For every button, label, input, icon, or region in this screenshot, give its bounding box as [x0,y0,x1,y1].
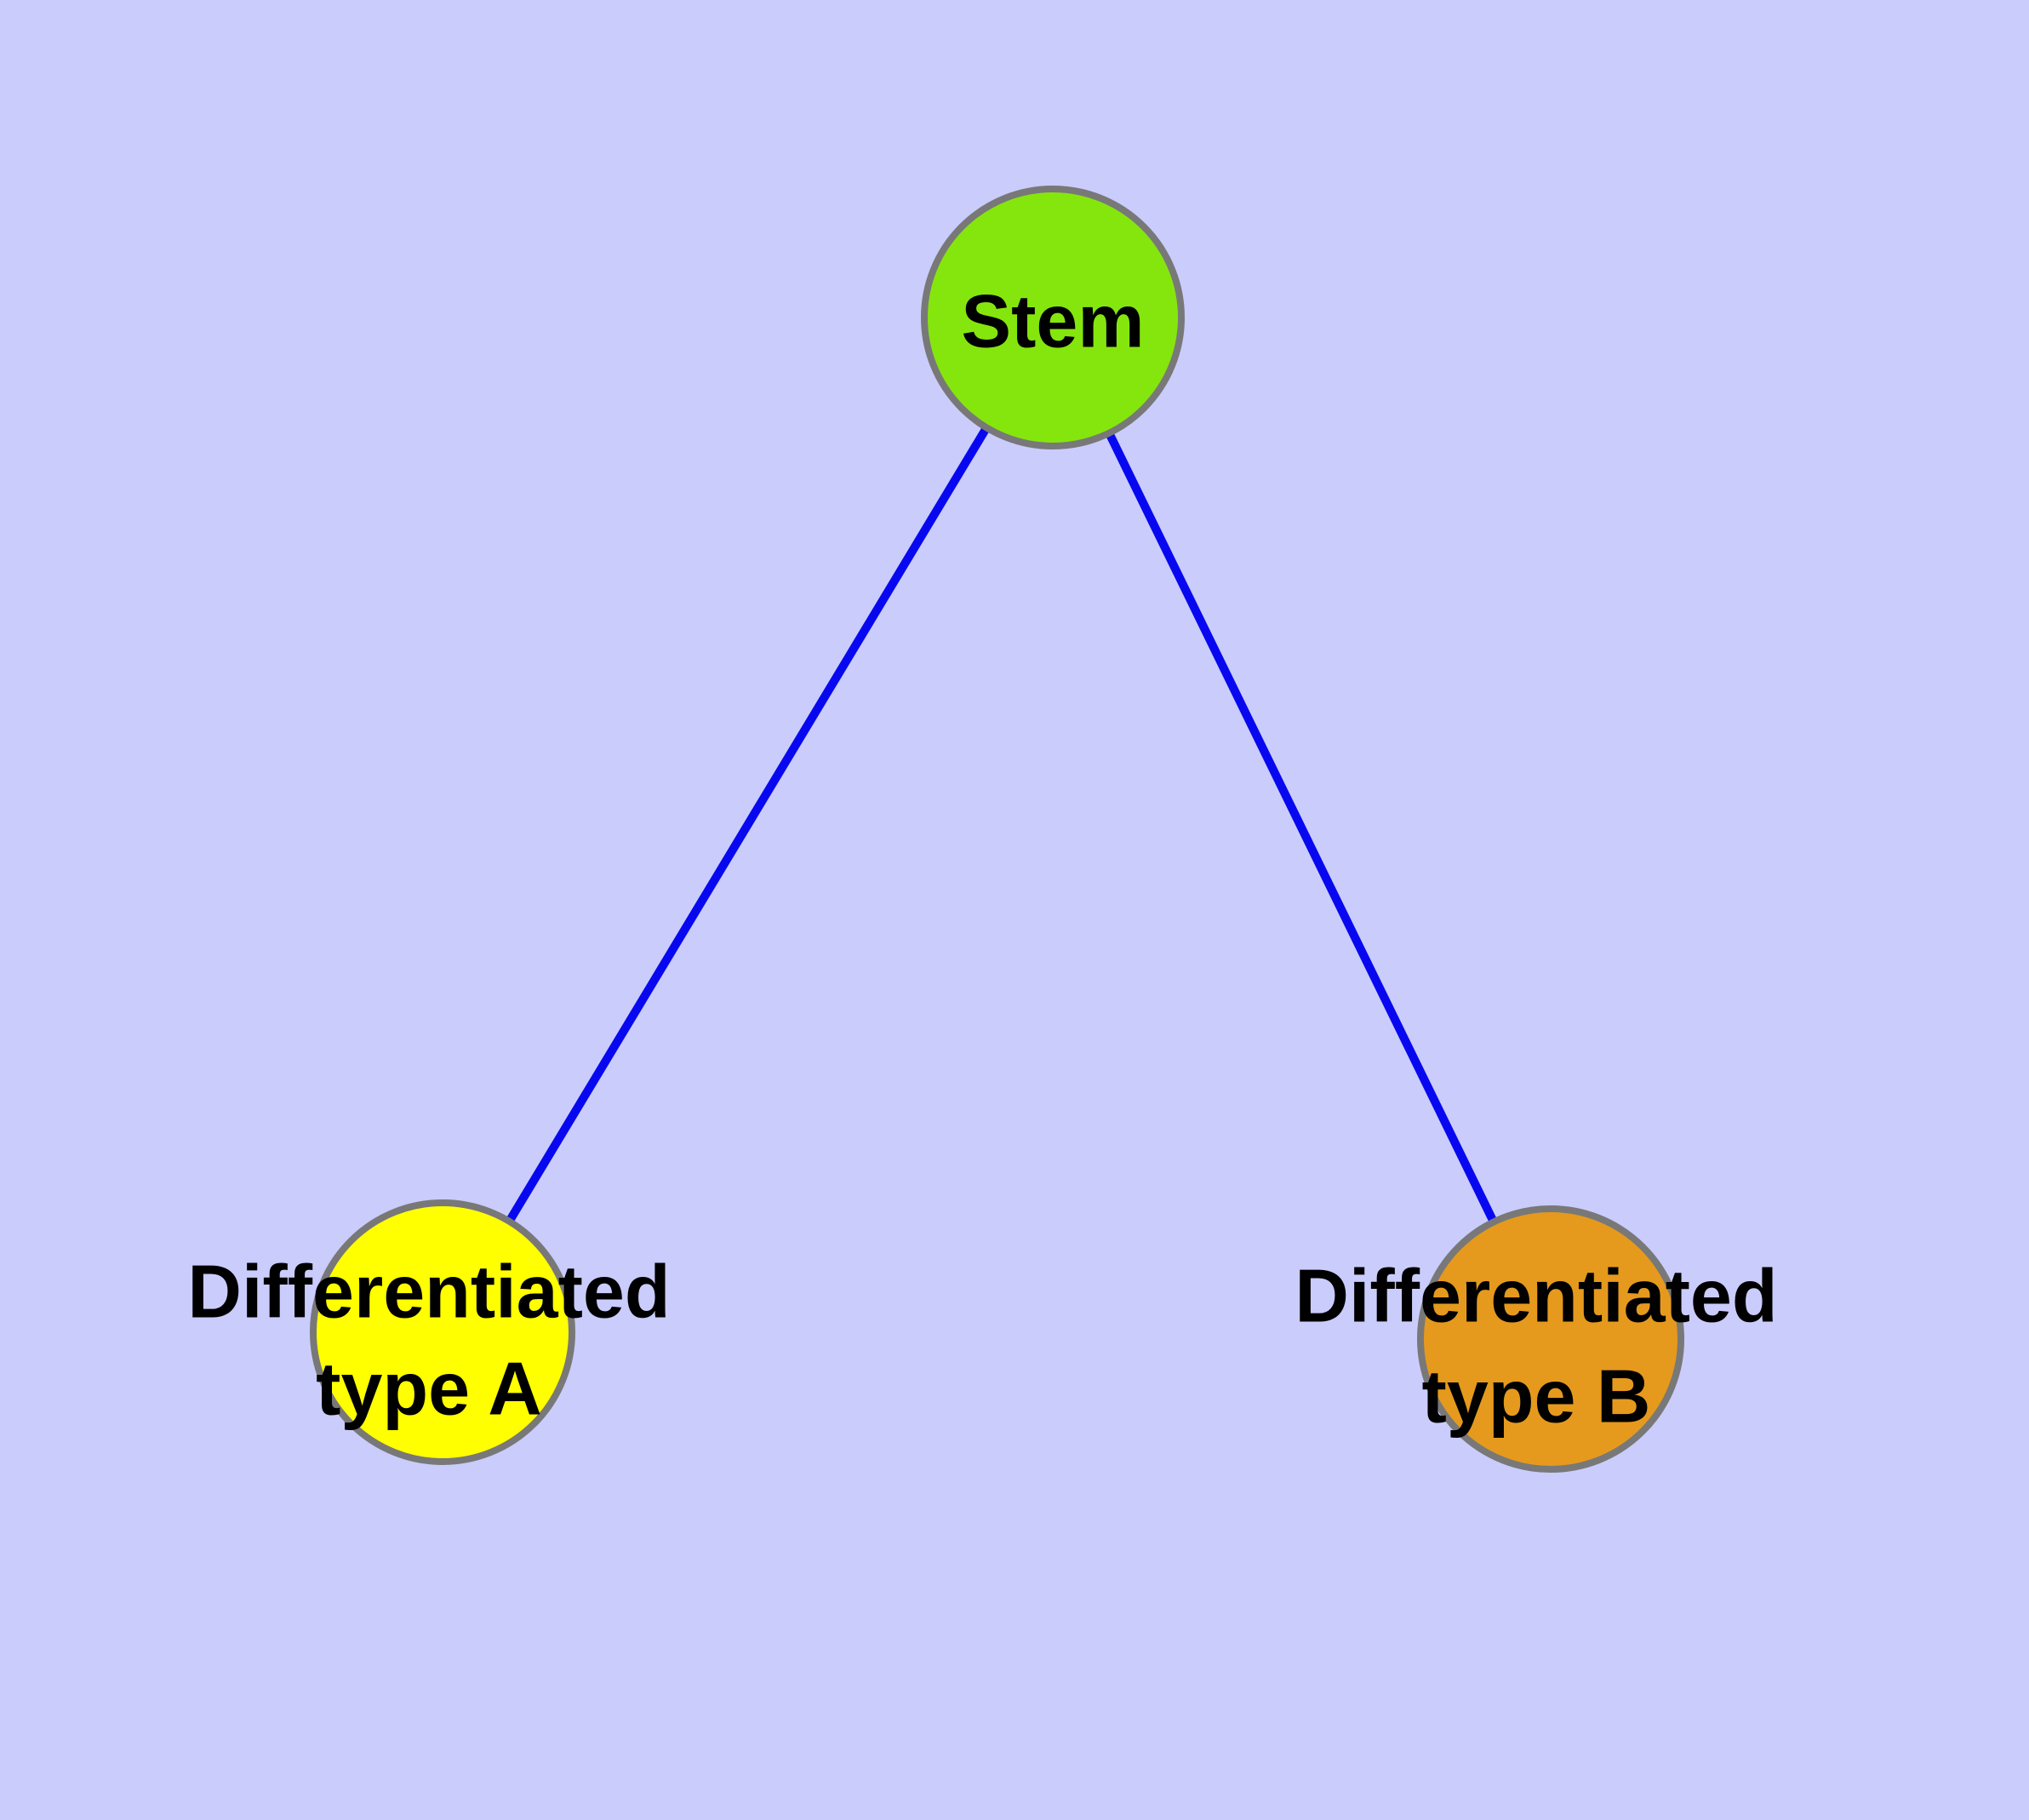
node-stem [921,186,1185,449]
node-label-type-a-line-0: Differentiated [187,1250,670,1334]
edge-stem-to-type-b [1049,315,1555,1342]
node-label-stem-line-0: Stem [961,279,1144,363]
node-label-stem: Stem [961,279,1144,363]
node-label-type-a: Differentiated type A [187,1250,670,1431]
node-label-type-b: Differentiated type B [1295,1254,1777,1439]
node-label-type-a-line-1: type A [316,1347,542,1431]
node-type-b [1417,1205,1684,1473]
node-label-type-b-line-0: Differentiated [1295,1254,1777,1338]
edge-stem-to-type-a [438,315,1057,1335]
node-type-a [310,1199,575,1465]
node-label-type-b-line-1: type B [1422,1354,1651,1439]
